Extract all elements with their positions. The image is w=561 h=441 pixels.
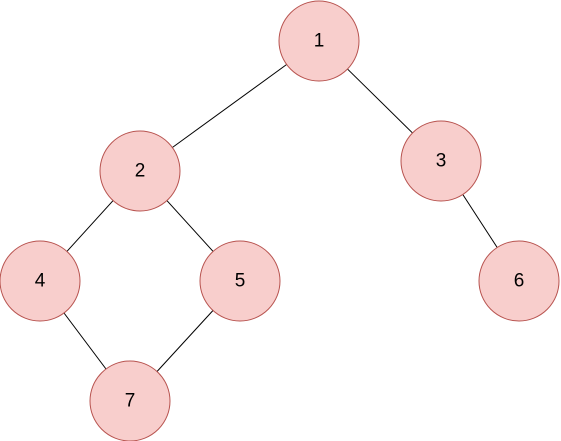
node-circle-5 (199, 240, 281, 322)
node-4: 4 (0, 240, 81, 322)
node-label-1: 1 (314, 31, 325, 52)
node-label-4: 4 (35, 271, 46, 292)
edge-2-5 (166, 200, 214, 252)
node-2: 2 (99, 130, 181, 212)
node-label-2: 2 (135, 161, 146, 182)
node-label-6: 6 (514, 271, 525, 292)
node-circle-4 (0, 240, 81, 322)
node-label-7: 7 (125, 391, 136, 412)
edge-3-6 (462, 194, 498, 248)
edge-1-3 (347, 68, 413, 134)
node-1: 1 (278, 0, 360, 82)
node-6: 6 (478, 240, 560, 322)
node-7: 7 (89, 360, 171, 441)
node-3: 3 (400, 120, 482, 202)
edge-2-4 (66, 200, 114, 252)
node-5: 5 (199, 240, 281, 322)
edges-layer (63, 64, 498, 372)
node-circle-6 (478, 240, 560, 322)
edge-5-7 (156, 310, 214, 372)
node-circle-2 (99, 130, 181, 212)
node-circle-1 (278, 0, 360, 82)
node-circle-3 (400, 120, 482, 202)
edge-4-7 (63, 312, 107, 370)
node-label-3: 3 (436, 151, 447, 172)
node-circle-7 (89, 360, 171, 441)
node-label-5: 5 (235, 271, 246, 292)
edge-1-2 (172, 64, 287, 148)
